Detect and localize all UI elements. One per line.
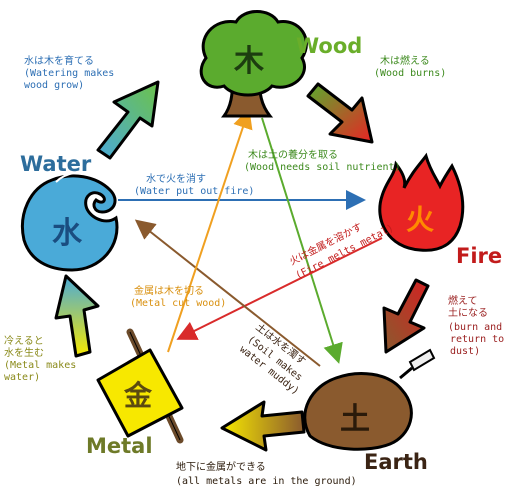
metal-glyph: 金	[124, 379, 153, 412]
note-earth-metal-jp: 地下に金属ができる	[176, 462, 266, 473]
note-metal-wood-jp: 金属は木を切る	[134, 286, 204, 297]
fire-flame-icon	[378, 152, 465, 252]
note-fire-earth-en-2: return to	[450, 334, 505, 345]
arrow-earth-water	[134, 219, 321, 367]
arrow-wood-earth	[261, 117, 343, 364]
note-wood-earth-en: (Wood needs soil nutrient)	[244, 162, 401, 173]
earth-mound-icon	[303, 348, 436, 451]
wood-tree-icon	[199, 10, 308, 118]
arrow-water-wood	[96, 80, 160, 160]
metal-flag-icon	[96, 328, 184, 444]
fire-glyph: 火	[406, 203, 435, 236]
note-wood-fire-jp: 木は燃える	[380, 56, 430, 67]
earth-glyph: 土	[340, 402, 370, 437]
note-fire-earth-en-3: dust)	[450, 346, 481, 357]
note-metal-water-en-1: (Metal makes	[4, 360, 77, 371]
note-metal-wood-en: (Metal cut wood)	[130, 298, 227, 309]
water-glyph: 水	[52, 216, 82, 251]
arrow-fire-earth	[382, 278, 430, 354]
arrow-metal-wood	[167, 108, 253, 353]
note-fire-earth-jp-2: 土になる	[448, 308, 488, 319]
note-fire-earth-jp-1: 燃えて	[448, 296, 478, 307]
note-water-wood-jp: 水は木を育てる	[24, 56, 94, 67]
arrow-fire-metal	[176, 237, 383, 340]
earth-name: Earth	[364, 450, 428, 474]
arrow-wood-fire	[306, 82, 374, 144]
arrow-metal-water	[54, 274, 100, 358]
wood-name: Wood	[296, 34, 363, 58]
note-earth-metal-en: (all metals are in the ground)	[176, 476, 357, 487]
note-metal-water-jp-1: 冷えると	[4, 336, 44, 347]
note-water-fire-jp: 水で火を消す	[146, 174, 206, 185]
note-water-wood-en-2: wood grow)	[24, 80, 85, 91]
fire-name: Fire	[456, 244, 503, 268]
note-fire-earth-en-1: (burn and	[448, 322, 503, 333]
note-water-fire-en: (Water put out fire)	[134, 186, 255, 197]
note-metal-water-jp-2: 水を生む	[4, 348, 44, 359]
note-water-wood-en-1: (Watering makes	[24, 68, 115, 79]
arrow-earth-metal	[220, 400, 306, 452]
wood-glyph: 木	[234, 44, 264, 79]
metal-name: Metal	[86, 434, 153, 458]
note-metal-water-en-2: water)	[4, 372, 41, 383]
note-wood-earth-jp: 木は土の養分を取る	[248, 150, 338, 161]
note-wood-fire-en: (Wood burns)	[374, 68, 447, 79]
water-wave-icon	[21, 171, 119, 272]
water-name: Water	[20, 152, 92, 176]
